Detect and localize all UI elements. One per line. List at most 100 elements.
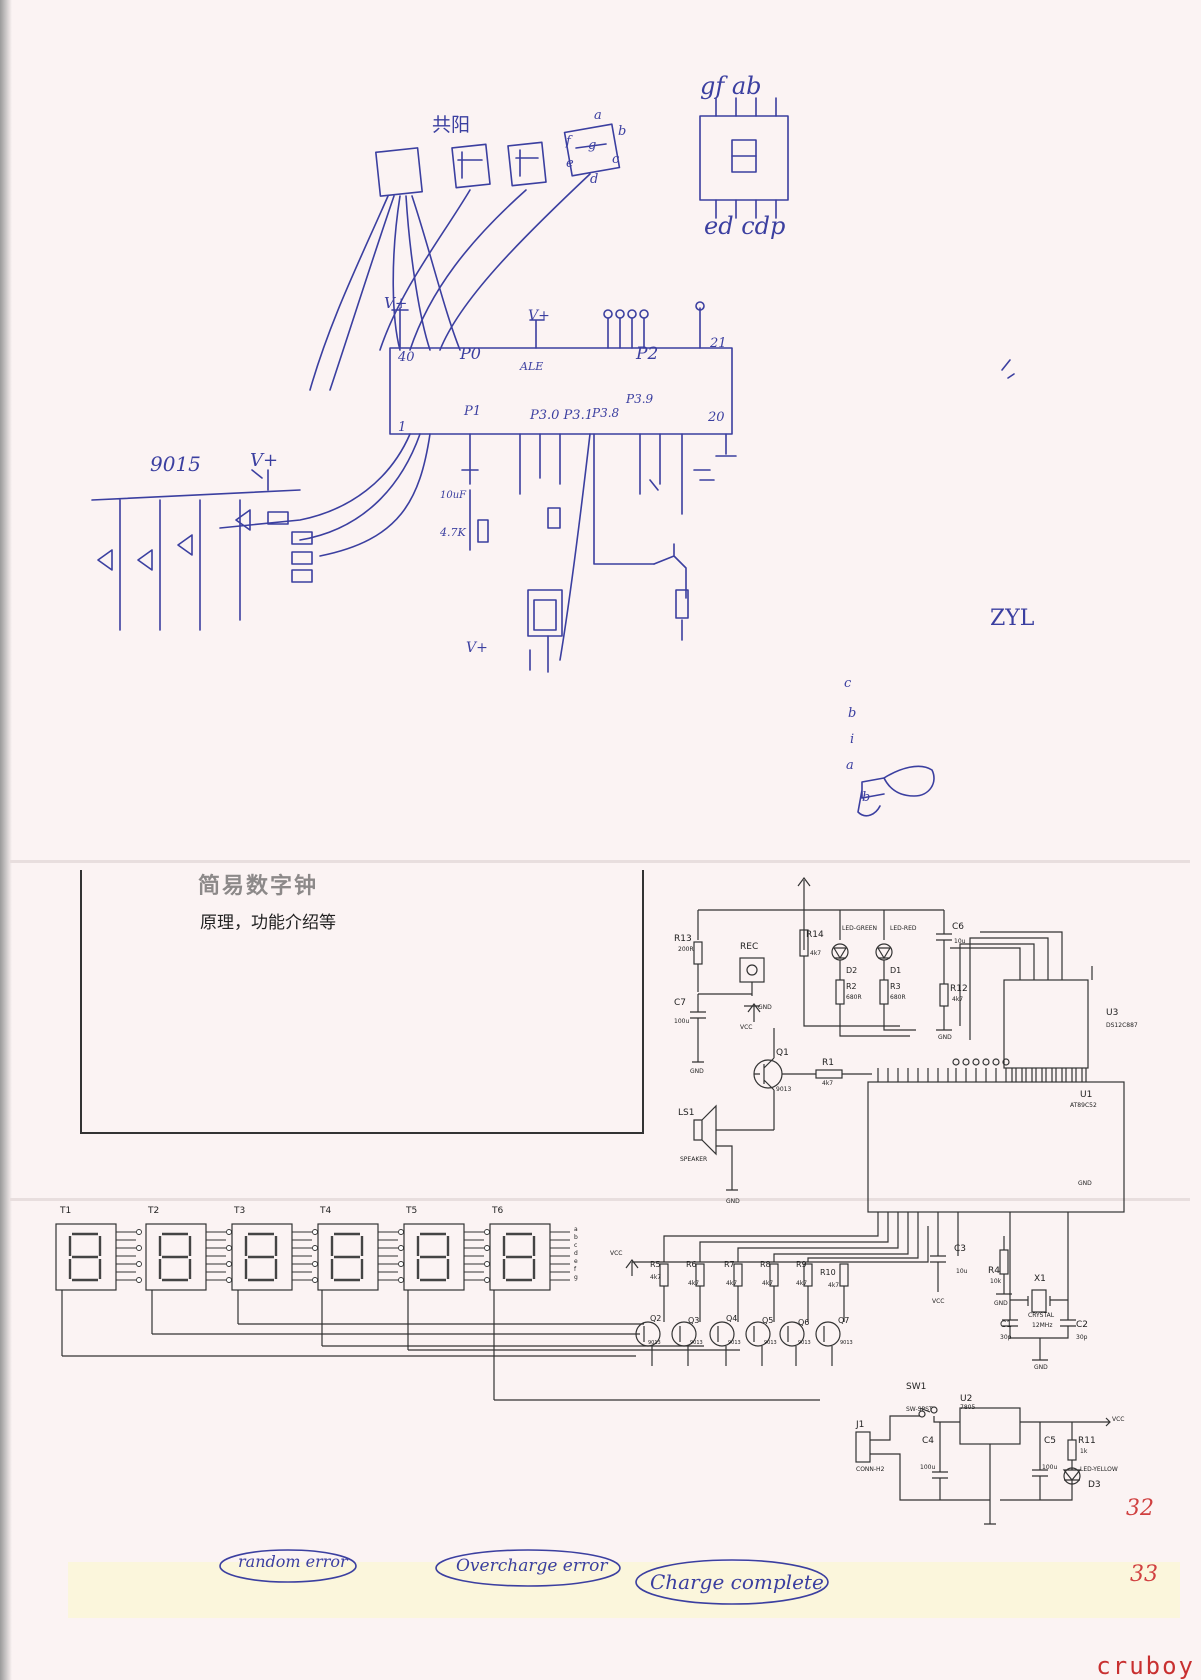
- handwritten-sketch: [91, 97, 1015, 817]
- led-red-label: LED-RED: [890, 925, 917, 932]
- u2-value: 7805: [960, 1404, 976, 1411]
- segment-letter-g: g: [588, 138, 597, 153]
- resistor-value: 4k7: [650, 1274, 662, 1281]
- u1-label: U1: [1080, 1090, 1093, 1100]
- footer-strip: [68, 1562, 1180, 1618]
- q6-label: Q6: [798, 1318, 810, 1327]
- u3-value: DS12C887: [1106, 1022, 1138, 1029]
- r7-label: R7: [724, 1260, 735, 1269]
- note-overcharge-error: Overcharge error: [456, 1556, 608, 1576]
- watermark: cruboy: [1096, 1652, 1195, 1680]
- gnd-label: GND: [690, 1068, 704, 1075]
- transistor-value: 9013: [764, 1340, 777, 1346]
- display-t6: T6: [492, 1206, 504, 1216]
- initials-zyl: ZYL: [990, 606, 1035, 631]
- vplus-label-3: V+: [250, 450, 279, 471]
- c3-label: C3: [954, 1244, 967, 1254]
- u1-value: AT89C52: [1070, 1102, 1097, 1109]
- r6-label: R6: [686, 1260, 697, 1269]
- gnd-label: GND: [1034, 1364, 1048, 1371]
- led-green-label: LED-GREEN: [842, 925, 878, 932]
- c2-label: C2: [1076, 1320, 1089, 1330]
- ls1-label: LS1: [678, 1108, 695, 1118]
- resistor-4k7-label: 4.7K: [440, 526, 466, 539]
- r11-value: 1k: [1080, 1448, 1088, 1455]
- u2-label: U2: [960, 1394, 973, 1404]
- segment-letter-d: d: [590, 172, 599, 187]
- side-letter: b: [848, 706, 857, 721]
- pin-header-bottom: ed cdp: [704, 212, 786, 240]
- vcc-label: VCC: [932, 1298, 945, 1305]
- seg-pin-g: g: [574, 1274, 578, 1281]
- vcc-label: VCC: [1112, 1416, 1125, 1423]
- r11-label: R11: [1078, 1436, 1096, 1446]
- display-t1: T1: [60, 1206, 72, 1216]
- chip-pin-21: 21: [710, 336, 727, 351]
- j1-value: CONN-H2: [856, 1466, 885, 1473]
- cap-10uf-label: 10uF: [440, 490, 467, 501]
- q1-label: Q1: [776, 1048, 789, 1058]
- r8-label: R8: [760, 1260, 771, 1269]
- q1-value: 9013: [776, 1086, 792, 1093]
- rec-label[interactable]: REC: [740, 942, 759, 952]
- crystal-label: CRYSTAL: [1028, 1312, 1055, 1319]
- x1-label: X1: [1034, 1274, 1046, 1284]
- port-p1-label: P1: [464, 404, 482, 419]
- q4-label: Q4: [726, 1314, 738, 1323]
- c6-value: 10u: [954, 938, 966, 945]
- chip-pin-20: 20: [708, 410, 725, 425]
- vplus-label: V+: [384, 294, 408, 312]
- transistor-9015-label: 9015: [150, 452, 201, 476]
- display-t2: T2: [148, 1206, 160, 1216]
- display-type-label: 共阳: [432, 114, 471, 136]
- segment-letter-a: a: [594, 108, 602, 123]
- resistor-value: 4k7: [796, 1280, 808, 1287]
- page-number-32: 32: [1126, 1496, 1154, 1521]
- transistor-value: 9013: [728, 1340, 741, 1346]
- side-letter: a: [846, 758, 854, 773]
- side-letter: i: [850, 732, 855, 747]
- ale-label: ALE: [520, 360, 544, 373]
- transistor-value: 9013: [648, 1340, 661, 1346]
- resistor-value: 4k7: [828, 1282, 840, 1289]
- pin-header-top: gf ab: [700, 72, 762, 100]
- q5-label: Q5: [762, 1316, 774, 1325]
- r12-value: 4k7: [952, 996, 964, 1003]
- r2-value: 680R: [846, 994, 862, 1001]
- segment-letter-e: e: [566, 156, 574, 171]
- display-t5: T5: [406, 1206, 418, 1216]
- q7-label: Q7: [838, 1316, 850, 1325]
- side-letter: b: [862, 790, 871, 805]
- vplus-label-2: V+: [528, 308, 550, 324]
- seven-segment-displays: [55, 1223, 820, 1401]
- c1-value: 30p: [1000, 1334, 1012, 1341]
- port-p0-label: P0: [460, 344, 481, 363]
- seg-pin-d: d: [574, 1250, 578, 1257]
- segment-letter-f: f: [566, 134, 571, 149]
- c7-value: 100u: [674, 1018, 690, 1025]
- c5-label: C5: [1044, 1436, 1057, 1446]
- gnd-label: GND: [994, 1300, 1008, 1307]
- vcc-label: VCC: [610, 1250, 623, 1257]
- page-number-33: 33: [1130, 1562, 1158, 1587]
- seg-pin-c: c: [574, 1242, 578, 1249]
- seg-pin-e: e: [574, 1258, 578, 1265]
- r3-label: R3: [890, 982, 901, 991]
- port-p39-label: P3.9: [626, 392, 654, 406]
- r2-label: R2: [846, 982, 857, 991]
- r12-label: R12: [950, 984, 968, 994]
- sw1-value[interactable]: SW-SPST: [906, 1406, 933, 1413]
- resistor-value: 4k7: [688, 1280, 700, 1287]
- vplus-label-4: V+: [466, 640, 488, 656]
- c5-value: 100u: [1042, 1464, 1058, 1471]
- gnd-label: GND: [938, 1034, 952, 1041]
- r10-label: R10: [820, 1268, 836, 1277]
- chip-pin-1: 1: [398, 420, 407, 435]
- port-p38-label: P3.8: [592, 406, 620, 420]
- r13-value: 200R: [678, 946, 694, 953]
- r9-label: R9: [796, 1260, 807, 1269]
- d2-label: D2: [846, 966, 858, 975]
- seg-pin-f: f: [574, 1266, 577, 1273]
